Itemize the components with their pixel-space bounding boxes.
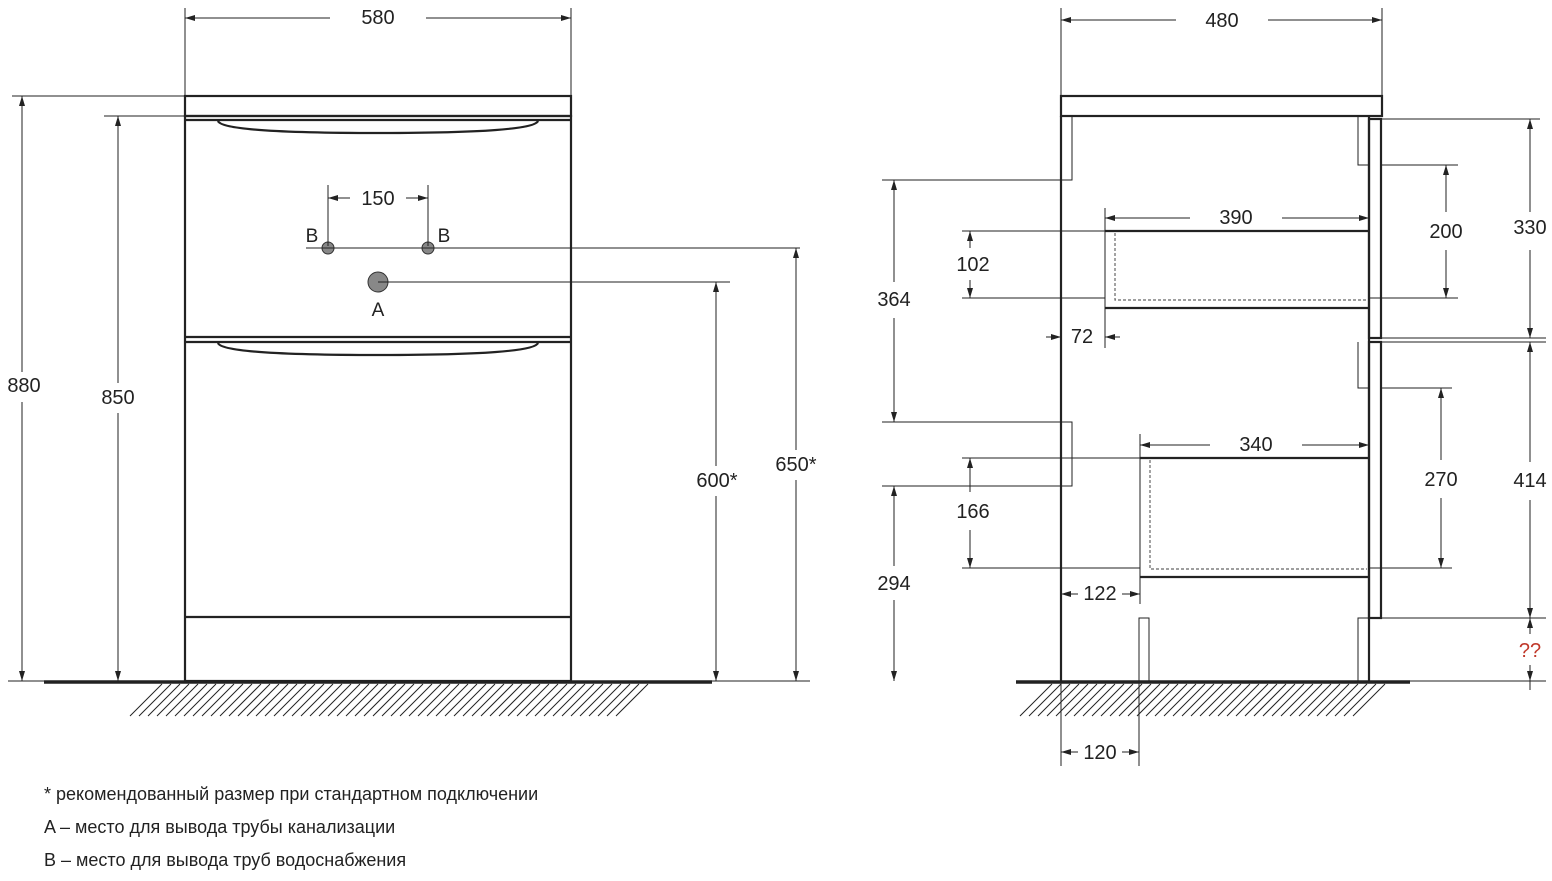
bottom-cutout-height-dimension: 294 bbox=[877, 573, 910, 595]
drain-pipe-label: A bbox=[372, 300, 385, 321]
side-depth-dimension: 480 bbox=[1205, 10, 1238, 32]
note-recommended-size: * рекомендованный размер при стандартном… bbox=[44, 784, 539, 804]
front-view: 580 880 850 150 B B A 600* 650* bbox=[7, 7, 817, 717]
note-drain-pipe: A – место для вывода трубы канализации bbox=[44, 817, 396, 837]
bottom-drawer-handle bbox=[216, 342, 540, 357]
bottom-drawer-depth-dimension: 340 bbox=[1239, 434, 1272, 456]
bottom-drawer-height-dimension: 166 bbox=[956, 501, 989, 523]
total-height-dimension: 880 bbox=[7, 375, 40, 397]
top-drawer-box-height-dimension: 200 bbox=[1429, 221, 1462, 243]
top-drawer-box-inner bbox=[1114, 233, 1367, 301]
water-height-dimension: 650* bbox=[775, 454, 816, 476]
bottom-drawer-box-inner bbox=[1149, 460, 1367, 570]
side-floor-hatch bbox=[1019, 683, 1386, 717]
side-countertop bbox=[1059, 94, 1384, 118]
water-spacing-dimension: 150 bbox=[361, 188, 394, 210]
back-panel-offset-dimension: 120 bbox=[1083, 742, 1116, 764]
top-drawer-height-dimension: 102 bbox=[956, 254, 989, 276]
note-water-pipes: B – место для вывода труб водоснабжения bbox=[44, 850, 407, 870]
bottom-drawer-box-height-dimension: 270 bbox=[1424, 469, 1457, 491]
top-back-cutout bbox=[1061, 116, 1073, 181]
water-pipe-left-label: B bbox=[306, 226, 319, 247]
back-plinth-panel bbox=[1138, 617, 1150, 682]
body-height-dimension: 850 bbox=[101, 387, 134, 409]
bottom-front-height-dimension: 414 bbox=[1513, 470, 1546, 492]
plinth-height-dimension: ?? bbox=[1519, 640, 1541, 662]
side-top-drawer-front bbox=[1367, 117, 1383, 340]
side-bottom-drawer-front bbox=[1367, 340, 1383, 620]
side-view: 480 390 340 102 166 364 294 bbox=[877, 8, 1547, 766]
top-front-height-dimension: 330 bbox=[1513, 217, 1546, 239]
middle-back-cutout bbox=[1061, 421, 1073, 487]
top-drawer-depth-dimension: 390 bbox=[1219, 207, 1252, 229]
top-drawer-handle bbox=[216, 120, 540, 135]
drain-height-dimension: 600* bbox=[696, 470, 737, 492]
water-pipe-right-label: B bbox=[438, 226, 451, 247]
front-width-dimension: 580 bbox=[361, 7, 394, 29]
top-drawer-offset-dimension: 72 bbox=[1071, 326, 1093, 348]
notes: * рекомендованный размер при стандартном… bbox=[44, 782, 538, 881]
bottom-drawer-offset-dimension: 122 bbox=[1083, 583, 1116, 605]
front-countertop bbox=[183, 94, 573, 118]
top-cutout-height-dimension: 364 bbox=[877, 289, 910, 311]
front-floor-hatch bbox=[129, 683, 649, 717]
